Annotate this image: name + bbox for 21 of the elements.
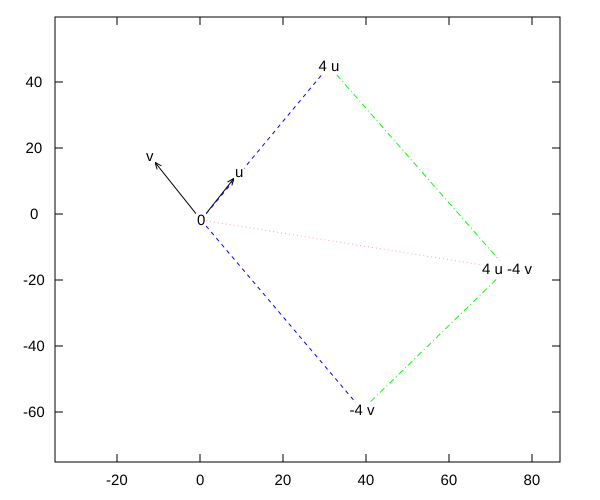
- point-label: 4 u: [318, 58, 340, 74]
- tick-label: 80: [522, 472, 542, 488]
- connector-line: [206, 225, 356, 402]
- tick-label: 0: [195, 472, 206, 488]
- tick-label: -40: [22, 338, 46, 354]
- tick-label: 60: [440, 472, 458, 488]
- tick-label: -20: [105, 472, 129, 488]
- tick-label: -60: [22, 404, 46, 420]
- point-label: 4 u -4 v: [481, 260, 534, 278]
- tick-label: 40: [24, 74, 44, 90]
- point-label: 0: [196, 212, 206, 228]
- connector-line: [206, 74, 322, 214]
- tick-label: 40: [356, 472, 376, 488]
- tick-label: 20: [24, 140, 44, 156]
- tick-label: 20: [274, 472, 292, 488]
- tick-label: 0: [29, 206, 40, 222]
- vector-arrow: [206, 178, 234, 214]
- vector-arrow: [154, 162, 196, 214]
- connector-line: [370, 277, 499, 402]
- tick-label: -20: [22, 272, 46, 288]
- connector-line: [336, 74, 500, 261]
